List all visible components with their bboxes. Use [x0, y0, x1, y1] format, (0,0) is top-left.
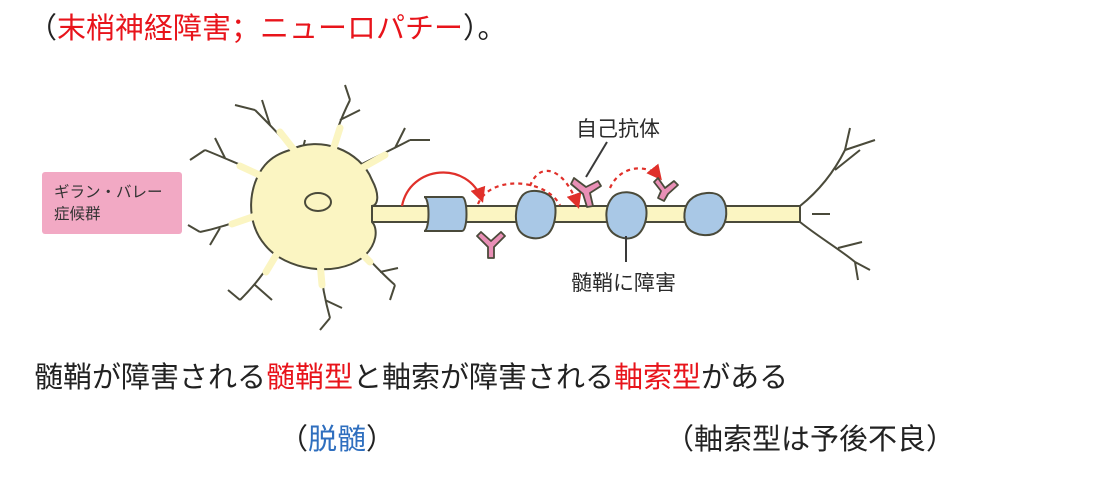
- note-left-close: ）: [366, 422, 396, 456]
- autoantibody-label: 自己抗体: [576, 117, 660, 141]
- nucleus: [304, 192, 332, 212]
- sentence-part3: がある: [701, 360, 789, 394]
- demyelinating-type-term: 髄鞘型: [266, 360, 354, 394]
- title-close-paren: ）。: [463, 11, 507, 45]
- myelin-segment-4: [683, 192, 728, 236]
- antibody-icon: [570, 177, 602, 208]
- axon-terminal: [799, 127, 876, 281]
- dashed-red-arrow-1: [476, 182, 561, 206]
- myelin-segment-3: [605, 191, 648, 240]
- solid-red-arrow: [400, 171, 486, 207]
- classification-sentence: 髄鞘が障害される髄鞘型と軸索が障害される軸索型がある: [34, 357, 788, 397]
- title-term: 末梢神経障害；ニューロパチー: [57, 11, 464, 45]
- leader-line-autoantibody: [585, 141, 608, 178]
- note-left-open: （: [279, 422, 309, 456]
- axonal-type-term: 軸索型: [614, 360, 702, 394]
- guillain-barre-box: ギラン・バレー 症候群: [42, 172, 182, 234]
- antibody-icon: [476, 231, 506, 259]
- dendrite-trunks: [228, 124, 389, 289]
- guillain-barre-label: ギラン・バレー 症候群: [54, 181, 163, 225]
- antibody-icon: [653, 177, 679, 202]
- sentence-part2: と軸索が障害される: [353, 360, 615, 394]
- guillain-barre-line2: 症候群: [54, 205, 101, 223]
- cell-body: [187, 84, 430, 331]
- myelin-segment-2: [514, 190, 557, 240]
- guillain-barre-line1: ギラン・バレー: [54, 183, 163, 201]
- section-title: （末梢神経障害；ニューロパチー）。: [28, 8, 507, 48]
- title-open-paren: （: [28, 11, 58, 45]
- demyelination-term: 脱髄: [308, 422, 367, 456]
- myelin-segment-1: [423, 196, 468, 232]
- demyelination-note: （脱髄）: [279, 419, 395, 459]
- myelin-damage-label: 髄鞘に障害: [571, 271, 676, 295]
- sentence-part1: 髄鞘が障害される: [34, 360, 267, 394]
- dashed-red-arrow-3: [608, 163, 662, 189]
- axonal-prognosis-note: （軸索型は予後不良）: [665, 422, 956, 456]
